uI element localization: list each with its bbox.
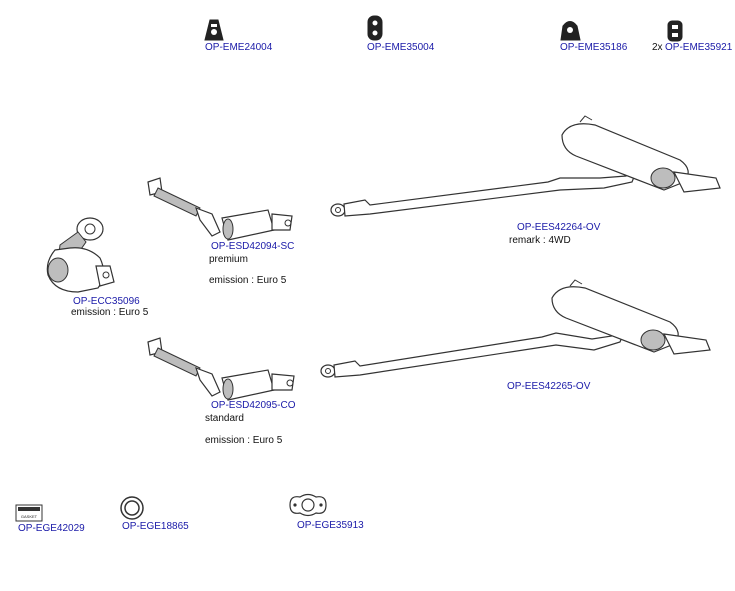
part-note: emission : Euro 5 xyxy=(205,435,283,446)
part-note: emission : Euro 5 xyxy=(71,307,149,318)
rubber-ring-icon xyxy=(667,20,683,42)
part-remark: remark : 4WD xyxy=(509,235,571,246)
part-link-eme24004[interactable]: OP-EME24004 xyxy=(205,42,273,53)
part-link-eme35186[interactable]: OP-EME35186 xyxy=(560,42,628,53)
part-link-ecc35096[interactable]: OP-ECC35096 xyxy=(73,296,140,307)
rubber-mount-icon xyxy=(560,21,581,41)
quantity-label: 2x xyxy=(652,42,663,53)
part-link-eme35004[interactable]: OP-EME35004 xyxy=(367,42,435,53)
part-link-ege35913[interactable]: OP-EGE35913 xyxy=(297,520,364,531)
gasket-label: GASKET xyxy=(21,514,38,519)
part-link-esd42095[interactable]: OP-ESD42095-CO xyxy=(211,400,296,411)
part-link-ege18865[interactable]: OP-EGE18865 xyxy=(122,521,189,532)
flange-gasket-icon xyxy=(289,493,327,517)
part-link-eme35921[interactable]: OP-EME35921 xyxy=(665,42,733,53)
part-note: emission : Euro 5 xyxy=(209,275,287,286)
part-link-ees42265[interactable]: OP-EES42265-OV xyxy=(507,381,591,392)
catalytic-converter-icon xyxy=(46,217,115,293)
part-note: standard xyxy=(205,413,244,424)
rubber-hanger-a-icon xyxy=(204,19,224,41)
part-note: premium xyxy=(209,254,248,265)
part-link-esd42094[interactable]: OP-ESD42094-SC xyxy=(211,241,295,252)
rear-silencer-icon xyxy=(320,279,711,378)
dpf-front-pipe-icon xyxy=(147,337,295,401)
rubber-hanger-8-icon xyxy=(367,15,383,41)
dpf-front-pipe-icon xyxy=(147,177,293,241)
gasket-kit-icon: GASKET xyxy=(15,504,43,522)
part-link-ege42029[interactable]: OP-EGE42029 xyxy=(18,523,85,534)
rear-silencer-icon xyxy=(330,115,721,217)
ring-gasket-icon xyxy=(120,496,144,520)
part-link-ees42264[interactable]: OP-EES42264-OV xyxy=(517,222,601,233)
